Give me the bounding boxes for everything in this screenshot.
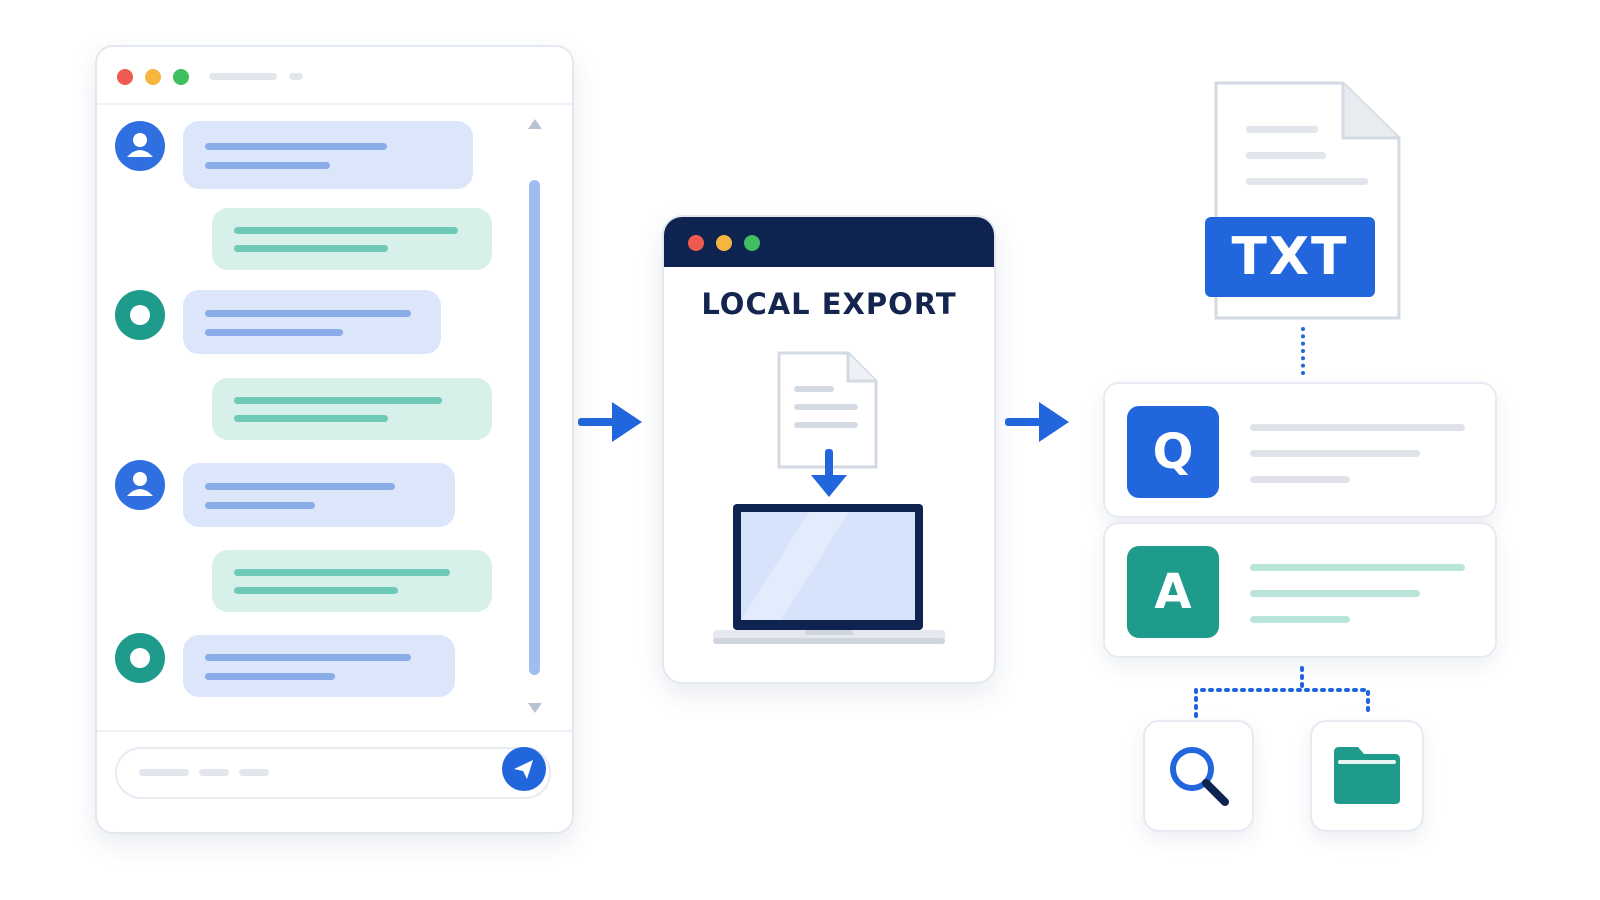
chat-window (95, 45, 574, 834)
send-button[interactable] (502, 747, 546, 791)
maximize-window-button[interactable] (173, 69, 189, 85)
export-titlebar (664, 217, 994, 267)
txt-format-badge: TXT (1205, 217, 1375, 297)
user-message-bubble (183, 635, 455, 697)
minimize-window-button[interactable] (716, 235, 732, 251)
composer-divider (97, 730, 572, 732)
dotted-connector (1301, 327, 1305, 375)
arrow-right-icon (578, 402, 642, 442)
send-icon (514, 760, 533, 779)
close-window-button[interactable] (117, 69, 133, 85)
local-export-window: LOCAL EXPORT (662, 215, 996, 684)
maximize-window-button[interactable] (744, 235, 760, 251)
branch-connector (1194, 666, 1370, 718)
bot-message-bubble (212, 550, 492, 612)
user-message-bubble (183, 463, 455, 527)
bot-message-bubble (212, 208, 492, 270)
user-avatar-icon (115, 121, 165, 171)
bot-avatar-icon (115, 633, 165, 683)
scroll-down-arrow-icon[interactable] (528, 703, 542, 713)
export-title: LOCAL EXPORT (701, 287, 957, 321)
download-arrow-icon (811, 449, 847, 497)
bot-avatar-icon (115, 290, 165, 340)
arrow-right-icon (1005, 402, 1069, 442)
message-input[interactable] (115, 747, 551, 799)
answer-card: A (1103, 522, 1497, 658)
user-message-bubble (183, 121, 473, 189)
scroll-up-arrow-icon[interactable] (528, 119, 542, 129)
answer-badge: A (1127, 546, 1219, 638)
titlebar-divider (97, 103, 572, 105)
window-subtitle-placeholder (289, 73, 303, 80)
folder-icon (1334, 747, 1400, 804)
window-title-placeholder (209, 73, 277, 80)
search-icon (1170, 747, 1229, 806)
user-message-bubble (183, 290, 441, 354)
scrollbar[interactable] (517, 105, 552, 730)
search-tool-card[interactable] (1143, 720, 1254, 832)
question-card: Q (1103, 382, 1497, 518)
bot-message-bubble (212, 378, 492, 440)
scroll-thumb[interactable] (529, 180, 540, 675)
close-window-button[interactable] (688, 235, 704, 251)
document-icon (777, 351, 878, 469)
message-list (97, 105, 517, 730)
laptop-icon (713, 504, 945, 644)
question-badge: Q (1127, 406, 1219, 498)
folder-tool-card[interactable] (1310, 720, 1424, 832)
minimize-window-button[interactable] (145, 69, 161, 85)
user-avatar-icon (115, 460, 165, 510)
